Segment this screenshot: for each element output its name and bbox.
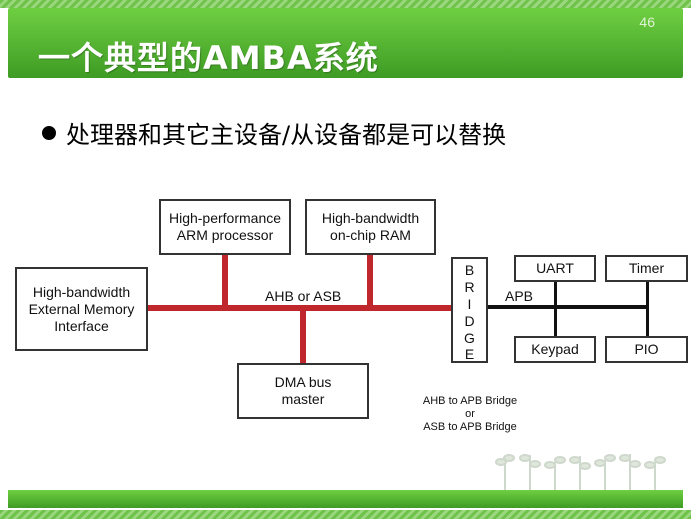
bridge-note: AHB to APB Bridge or ASB to APB Bridge [422, 395, 518, 433]
bridge-letter: B [464, 262, 475, 278]
bridge-letter: I [467, 296, 472, 312]
bridge-letter: D [464, 313, 475, 329]
timer-box: Timer [605, 255, 688, 282]
apb-bus-line [488, 305, 648, 309]
bridge-letter: G [464, 330, 475, 346]
bridge-letter: E [464, 346, 475, 362]
bottom-bar [8, 490, 683, 508]
decorative-plants-icon [495, 454, 666, 490]
bullet-dot-icon [42, 125, 56, 140]
bridge-letter: R [464, 279, 475, 295]
dma-bus-drop [300, 308, 306, 364]
slide-title: 一个典型的AMBA系统 [38, 39, 379, 77]
arm-bus-drop [222, 254, 228, 308]
apb-bus-label: APB [505, 288, 534, 304]
uart-box: UART [514, 255, 596, 282]
ram-bus-drop [367, 254, 373, 308]
ahb-bus-line [146, 305, 451, 311]
onchip-ram-box: High-bandwidth on-chip RAM [305, 199, 436, 255]
page-number: 46 [639, 14, 655, 30]
bullet-text: 处理器和其它主设备/从设备都是可以替换 [66, 121, 507, 149]
dma-master-box: DMA bus master [237, 363, 369, 419]
timer-pio-tap [646, 281, 649, 337]
title-bar: 一个典型的AMBA系统 46 [8, 8, 683, 78]
bottom-decorative-stripe [0, 510, 691, 519]
external-memory-box: High-bandwidth External Memory Interface [15, 267, 148, 351]
pio-box: PIO [605, 336, 688, 363]
arm-processor-box: High-performance ARM processor [159, 199, 291, 255]
bullet-item: 处理器和其它主设备/从设备都是可以替换 [42, 115, 506, 150]
keypad-box: Keypad [514, 336, 596, 363]
top-decorative-stripe [0, 0, 691, 8]
ahb-bus-label: AHB or ASB [265, 288, 342, 304]
uart-keypad-tap [554, 281, 557, 337]
apb-bridge-box: B R I D G E [451, 257, 488, 363]
